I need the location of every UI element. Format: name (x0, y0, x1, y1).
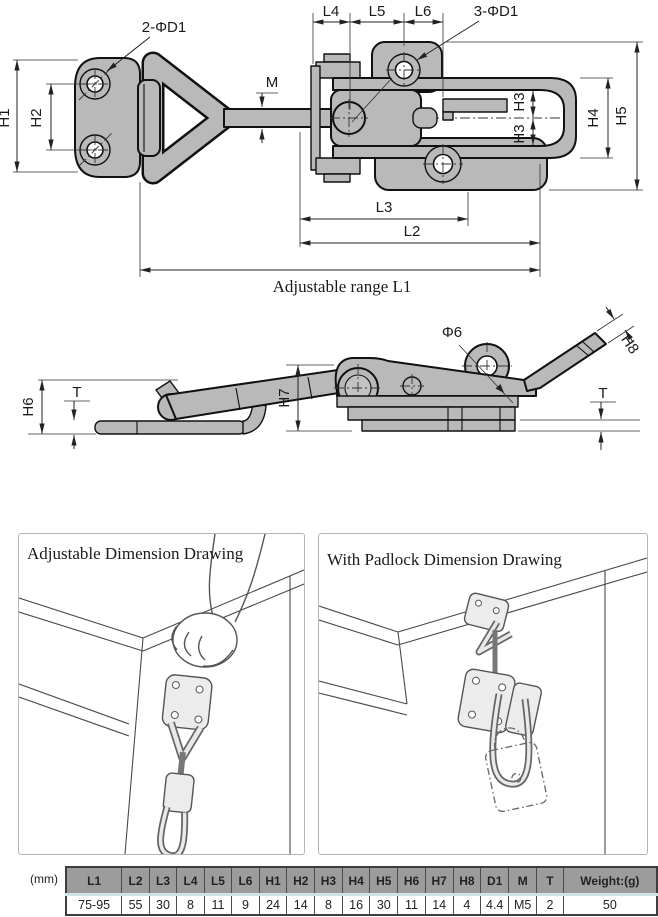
padlock-illustration (319, 557, 647, 854)
dim-label-h6: H6 (20, 397, 37, 416)
hand-sketch (171, 534, 266, 668)
dim-label-h3-lower: H3 (511, 124, 528, 143)
box-corner-lines (319, 557, 647, 854)
adjustable-dimension-panel: Adjustable Dimension Drawing (18, 533, 305, 855)
table-value-cell: 16 (341, 894, 371, 916)
table-value-cell: 8 (176, 894, 205, 916)
table-value-cell: 75-95 (65, 894, 123, 916)
table-header-cell: H1 (258, 866, 288, 896)
table-header-cell: H6 (397, 866, 426, 896)
table-value-cell: 11 (397, 894, 426, 916)
table-header-cell: L6 (231, 866, 260, 896)
panel-title-padlock: With Padlock Dimension Drawing (327, 550, 562, 569)
table-header-cell: H3 (314, 866, 343, 896)
table-header-cell: L5 (203, 866, 233, 896)
dim-label-h2: H2 (28, 108, 45, 127)
table-header-cell: D1 (480, 866, 510, 896)
u-hook (332, 77, 577, 159)
table-value-cell: 2 (536, 894, 564, 916)
catch-plate (94, 420, 246, 435)
lower-bracket (315, 157, 361, 175)
upper-bracket (315, 61, 361, 79)
table-header-cell: L1 (65, 866, 123, 896)
table-header-cell: T (536, 866, 564, 896)
table-header-cell: M (508, 866, 538, 896)
dim-label-l6: L6 (415, 3, 432, 20)
dim-label-h3-upper: H3 (511, 92, 528, 111)
top-view-drawing: H1 H2 2-ΦD1 M L4 L5 L6 3-ΦD1 H3 H3 H4 (0, 3, 643, 296)
lever-arm (523, 332, 607, 392)
table-header-cell: H7 (424, 866, 454, 896)
table-value-cell: 4 (452, 894, 482, 916)
dim-label-holes-left: 2-ΦD1 (142, 19, 186, 36)
bail-clamp (137, 79, 161, 157)
table-value-cell: 30 (369, 894, 399, 916)
dim-label-t-left: T (72, 384, 81, 401)
base-layer-3 (361, 419, 516, 432)
table-value-cell: 4.4 (480, 894, 510, 916)
table-value-cell: 30 (148, 894, 178, 916)
phi6-arrow (495, 384, 504, 393)
dim-label-l2: L2 (404, 223, 421, 240)
base-layer-1 (336, 395, 519, 408)
table-value-cell: 14 (424, 894, 454, 916)
latch-tongue (442, 98, 508, 113)
dim-label-l1-range: Adjustable range L1 (273, 277, 412, 296)
dim-label-h5: H5 (613, 106, 630, 125)
main-plate-sketch (457, 668, 516, 734)
base-layer-2 (347, 406, 516, 421)
table-header-cell: H8 (452, 866, 482, 896)
table-value-cell: 24 (258, 894, 288, 916)
dim-label-l5: L5 (369, 3, 386, 20)
table-value-cell: 55 (121, 894, 150, 916)
table-value-cell: 14 (286, 894, 316, 916)
dim-label-h1: H1 (0, 108, 13, 127)
dim-label-t-right: T (598, 385, 607, 402)
table-header-cell: H5 (369, 866, 399, 896)
latch-plate (161, 674, 213, 731)
dim-label-holes-right: 3-ΦD1 (474, 3, 518, 20)
table-header-cell: Weight:(g) (562, 866, 658, 896)
catch-plate-sketch (463, 592, 510, 633)
adjust-stub (412, 107, 438, 129)
dim-label-l3: L3 (376, 199, 393, 216)
panel-title-adjustable: Adjustable Dimension Drawing (27, 544, 244, 563)
unit-label: (mm) (30, 872, 58, 886)
dim-label-h8: H8 (617, 332, 642, 357)
table-value-cell: 8 (314, 894, 343, 916)
padlock-sketch (484, 727, 548, 813)
lever-body (334, 357, 537, 397)
table-header-cell: L3 (148, 866, 178, 896)
dim-label-h4: H4 (585, 108, 602, 127)
table-value-cell: M5 (508, 894, 538, 916)
side-view-drawing: H6 T H7 Φ6 H8 T (20, 306, 642, 450)
padlock-dimension-panel: With Padlock Dimension Drawing (318, 533, 648, 855)
table-value-cell: 9 (231, 894, 260, 916)
latch-body (162, 772, 195, 814)
table-header-cell: H4 (341, 866, 371, 896)
table-header-cell: H2 (286, 866, 316, 896)
dim-label-phi6: Φ6 (442, 324, 462, 341)
table-value-cell: 11 (203, 894, 233, 916)
table-header-cell: L2 (121, 866, 150, 896)
dim-label-m: M (266, 74, 279, 91)
adjustable-illustration (19, 534, 304, 854)
dim-label-h7: H7 (276, 388, 293, 407)
table-header-cell: L4 (176, 866, 205, 896)
table-value-cell: 50 (562, 894, 658, 916)
dim-label-l4: L4 (323, 3, 340, 20)
latch-sketch (157, 674, 213, 854)
box-corner-lines (19, 569, 304, 854)
